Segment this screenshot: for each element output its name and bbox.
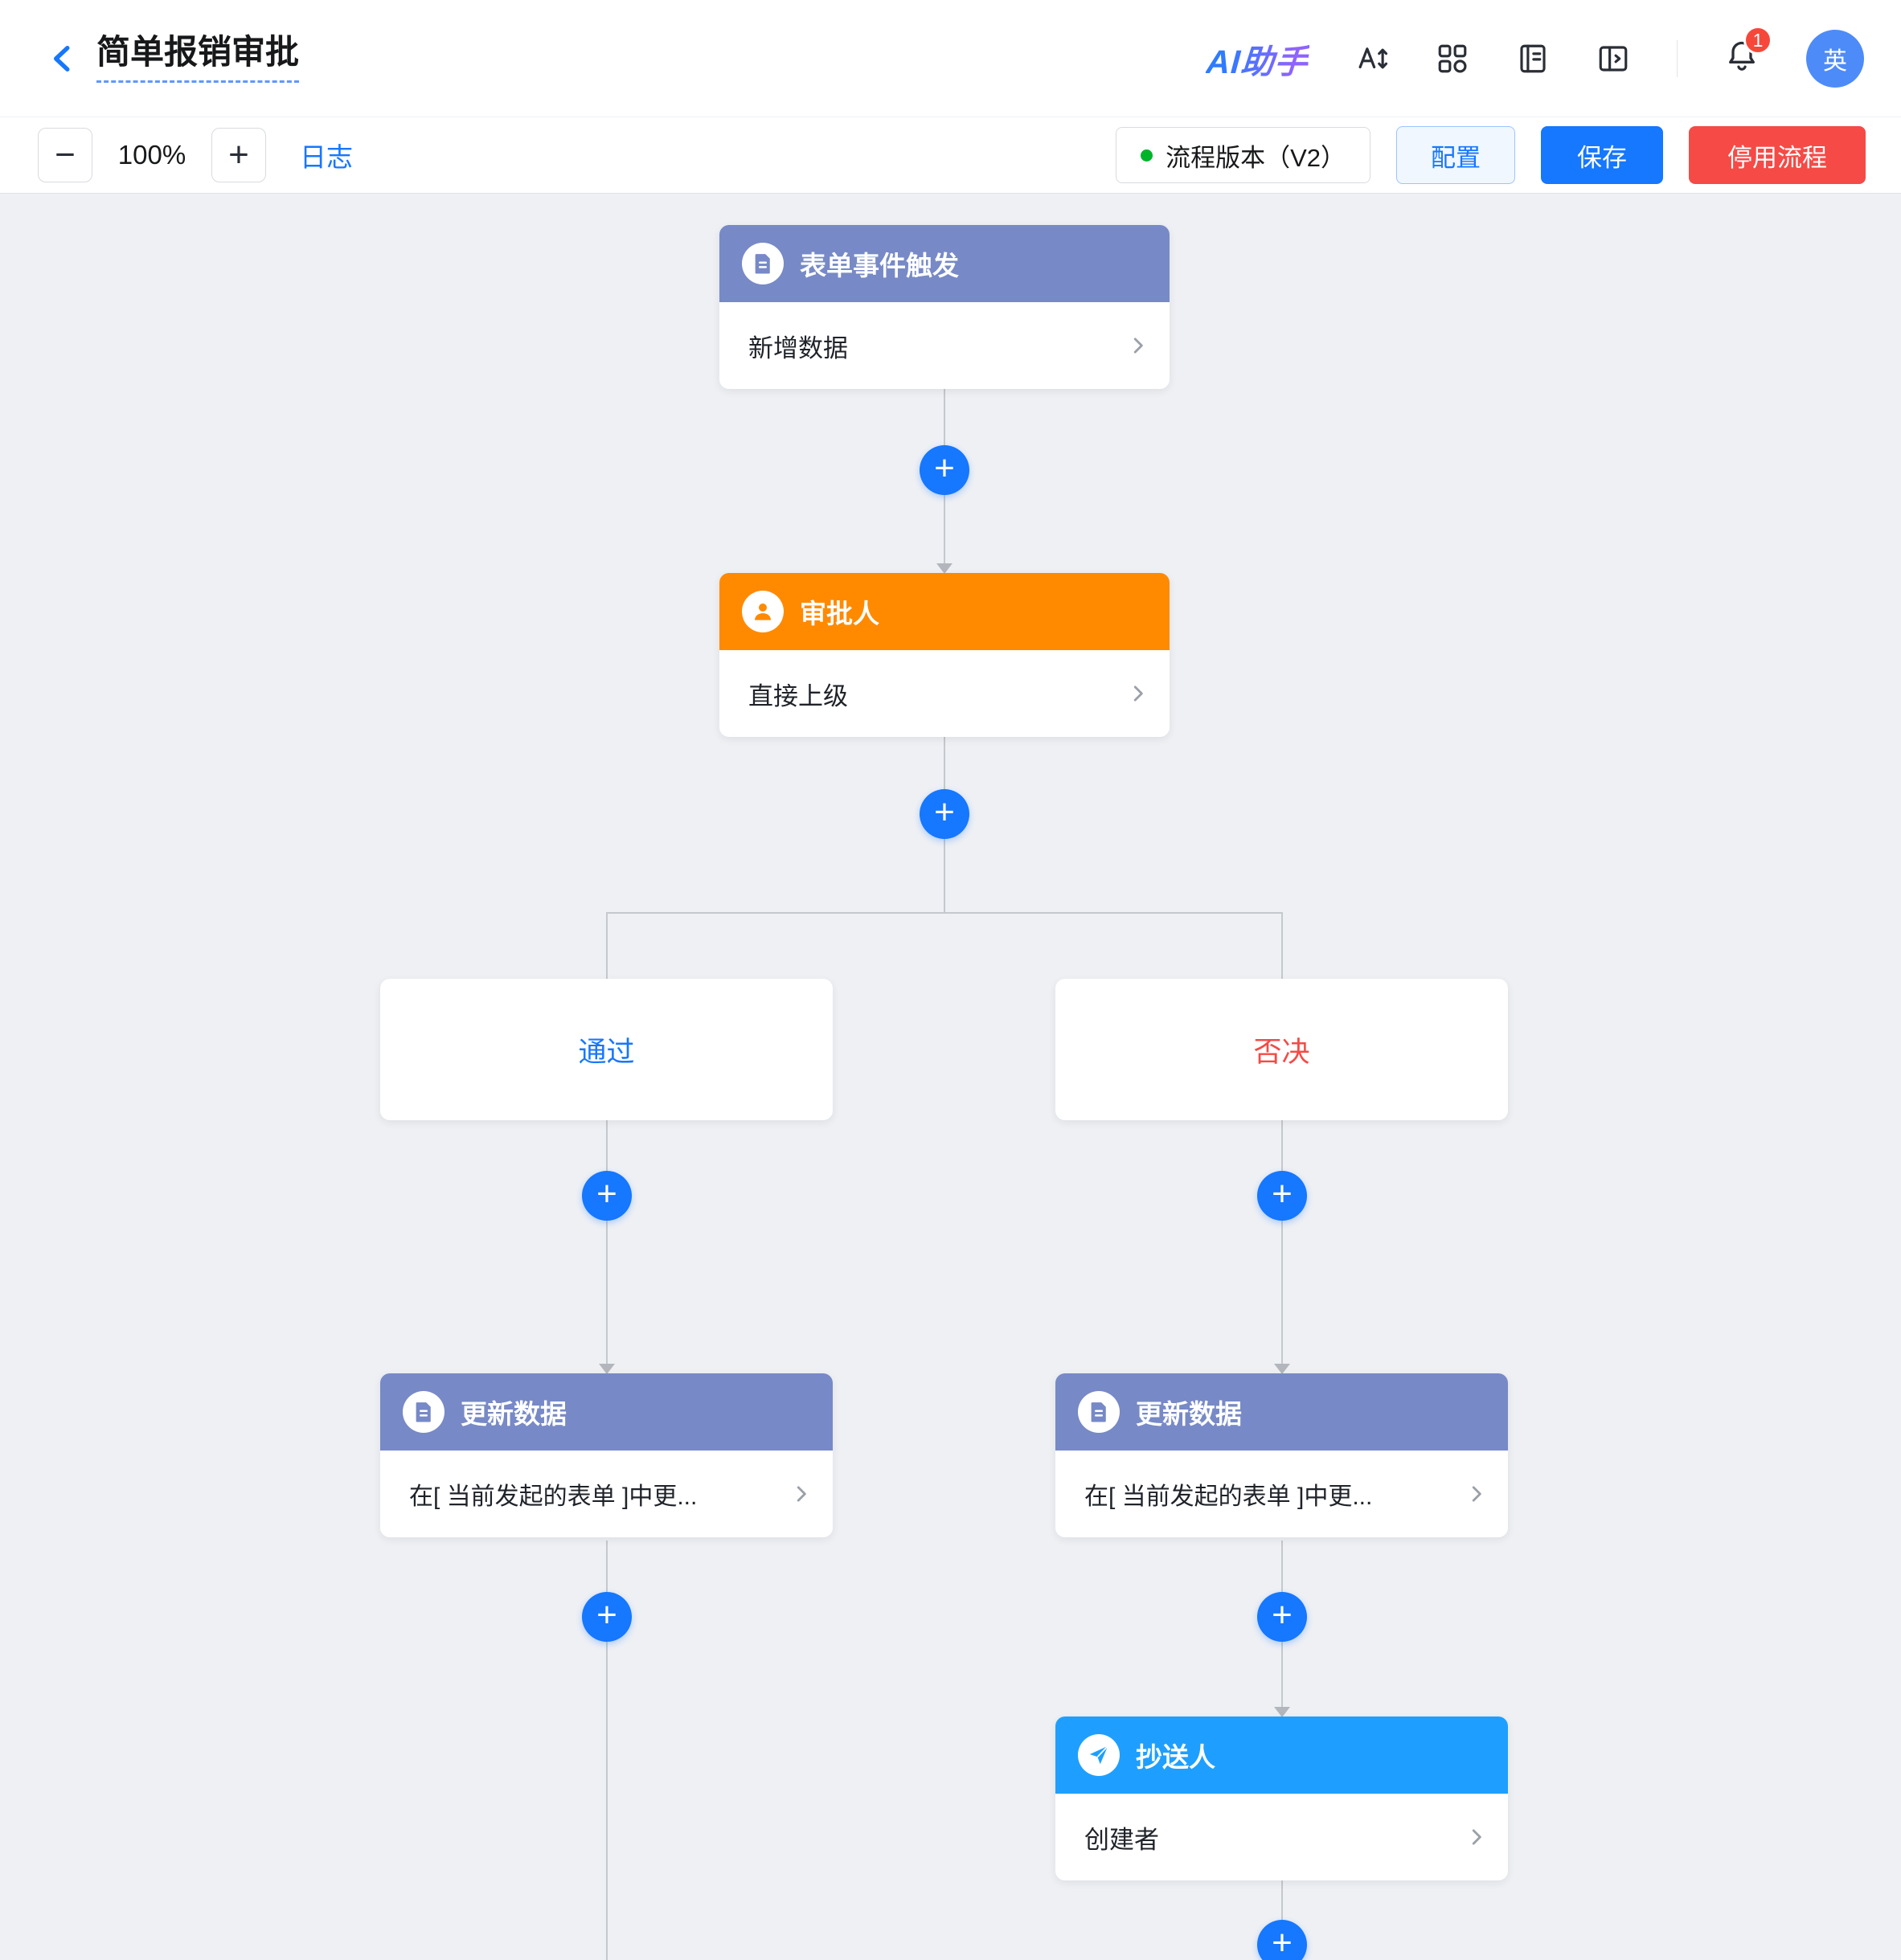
apps-grid-icon[interactable] xyxy=(1436,42,1469,76)
connector-line xyxy=(944,495,945,565)
chevron-right-icon xyxy=(1472,1829,1481,1845)
form-document-icon xyxy=(1078,1391,1120,1433)
connector-line xyxy=(1281,1642,1283,1708)
branch-label: 否决 xyxy=(1253,1036,1310,1068)
header-actions: AI助手 xyxy=(1205,26,1864,88)
status-dot xyxy=(1141,149,1153,162)
chevron-right-icon xyxy=(1133,685,1143,702)
node-body-text: 创建者 xyxy=(1084,1825,1159,1854)
arrow-down xyxy=(1274,1707,1290,1717)
log-link[interactable]: 日志 xyxy=(300,142,353,172)
add-node-button[interactable] xyxy=(1257,1920,1307,1960)
node-body-text: 直接上级 xyxy=(748,681,848,710)
node-title: 审批人 xyxy=(800,599,879,628)
form-document-icon xyxy=(403,1391,445,1433)
connector-line xyxy=(606,912,608,979)
node-approver-header: 审批人 xyxy=(719,573,1170,650)
node-trigger[interactable]: 表单事件触发 新增数据 xyxy=(719,225,1170,389)
node-update-right-body[interactable]: 在[ 当前发起的表单 ]中更... xyxy=(1055,1451,1508,1537)
toolbar-actions: 流程版本（V2） 配置 保存 停用流程 xyxy=(1116,126,1866,184)
ai-assistant-button[interactable]: AI助手 xyxy=(1205,35,1310,83)
connector-line xyxy=(606,912,1283,914)
connector-line xyxy=(944,389,945,445)
node-approver-body[interactable]: 直接上级 xyxy=(719,650,1170,737)
back-button[interactable] xyxy=(47,43,79,75)
version-selector[interactable]: 流程版本（V2） xyxy=(1116,127,1370,183)
node-cc-body[interactable]: 创建者 xyxy=(1055,1794,1508,1880)
save-button[interactable]: 保存 xyxy=(1541,126,1663,184)
chevron-right-icon xyxy=(1133,338,1143,354)
flow-canvas[interactable]: 表单事件触发 新增数据 审批人 直 xyxy=(0,194,1901,1960)
paper-plane-icon xyxy=(1078,1734,1120,1776)
node-update-left-header: 更新数据 xyxy=(380,1373,833,1451)
connector-line xyxy=(1281,1880,1283,1920)
sidebar-panel-icon[interactable] xyxy=(1596,42,1630,76)
approver-person-icon xyxy=(742,591,784,632)
node-title: 表单事件触发 xyxy=(800,251,959,280)
branch-pass-card[interactable]: 通过 xyxy=(380,979,833,1120)
node-update-right[interactable]: 更新数据 在[ 当前发起的表单 ]中更... xyxy=(1055,1373,1508,1537)
connector-line xyxy=(606,1642,608,1960)
connector-line xyxy=(606,1120,608,1171)
node-body-text: 新增数据 xyxy=(748,333,848,362)
notification-badge: 1 xyxy=(1743,26,1772,55)
arrow-down xyxy=(599,1364,615,1374)
form-document-icon xyxy=(742,243,784,284)
notifications-button[interactable]: 1 xyxy=(1724,26,1772,78)
add-node-button[interactable] xyxy=(582,1171,632,1221)
node-cc-header: 抄送人 xyxy=(1055,1717,1508,1794)
node-body-text: 在[ 当前发起的表单 ]中更... xyxy=(409,1483,698,1510)
node-trigger-body[interactable]: 新增数据 xyxy=(719,302,1170,389)
add-node-button[interactable] xyxy=(920,789,969,839)
connector-line xyxy=(606,1221,608,1364)
zoom-level: 100% xyxy=(117,140,186,170)
connector-line xyxy=(944,737,945,789)
add-node-button[interactable] xyxy=(1257,1171,1307,1221)
node-update-right-header: 更新数据 xyxy=(1055,1373,1508,1451)
disable-flow-button[interactable]: 停用流程 xyxy=(1689,126,1866,184)
branch-label: 通过 xyxy=(578,1036,635,1068)
chevron-right-icon xyxy=(797,1486,806,1502)
version-label: 流程版本（V2） xyxy=(1166,143,1346,172)
config-button[interactable]: 配置 xyxy=(1396,126,1515,184)
page-title: 简单报销审批 xyxy=(96,33,300,84)
connector-line xyxy=(1281,1541,1283,1592)
arrow-down xyxy=(936,563,953,574)
font-size-icon[interactable] xyxy=(1355,42,1389,76)
connector-line xyxy=(944,839,945,914)
node-update-left-body[interactable]: 在[ 当前发起的表单 ]中更... xyxy=(380,1451,833,1537)
top-header: 简单报销审批 AI助手 xyxy=(0,0,1901,117)
toolbar: − 100% + 日志 流程版本（V2） 配置 保存 停用流程 xyxy=(0,117,1901,194)
node-approver[interactable]: 审批人 直接上级 xyxy=(719,573,1170,737)
notebook-icon[interactable] xyxy=(1516,42,1550,76)
zoom-out-button[interactable]: − xyxy=(38,128,92,182)
node-update-left[interactable]: 更新数据 在[ 当前发起的表单 ]中更... xyxy=(380,1373,833,1537)
branch-reject-card[interactable]: 否决 xyxy=(1055,979,1508,1120)
node-cc[interactable]: 抄送人 创建者 xyxy=(1055,1717,1508,1880)
arrow-down xyxy=(1274,1364,1290,1374)
add-node-button[interactable] xyxy=(920,445,969,495)
add-node-button[interactable] xyxy=(1257,1592,1307,1642)
node-body-text: 在[ 当前发起的表单 ]中更... xyxy=(1084,1483,1373,1510)
node-title: 更新数据 xyxy=(461,1399,567,1429)
connector-line xyxy=(1281,1221,1283,1364)
connector-line xyxy=(1281,1120,1283,1171)
chevron-left-icon xyxy=(54,45,70,72)
connector-line xyxy=(1281,912,1283,979)
connector-line xyxy=(606,1541,608,1592)
zoom-in-button[interactable]: + xyxy=(211,128,266,182)
header-separator xyxy=(1677,39,1678,77)
node-trigger-header: 表单事件触发 xyxy=(719,225,1170,302)
node-title: 更新数据 xyxy=(1136,1399,1242,1429)
add-node-button[interactable] xyxy=(582,1592,632,1642)
chevron-right-icon xyxy=(1472,1486,1481,1502)
avatar[interactable]: 英 xyxy=(1806,29,1864,88)
node-title: 抄送人 xyxy=(1136,1742,1215,1772)
